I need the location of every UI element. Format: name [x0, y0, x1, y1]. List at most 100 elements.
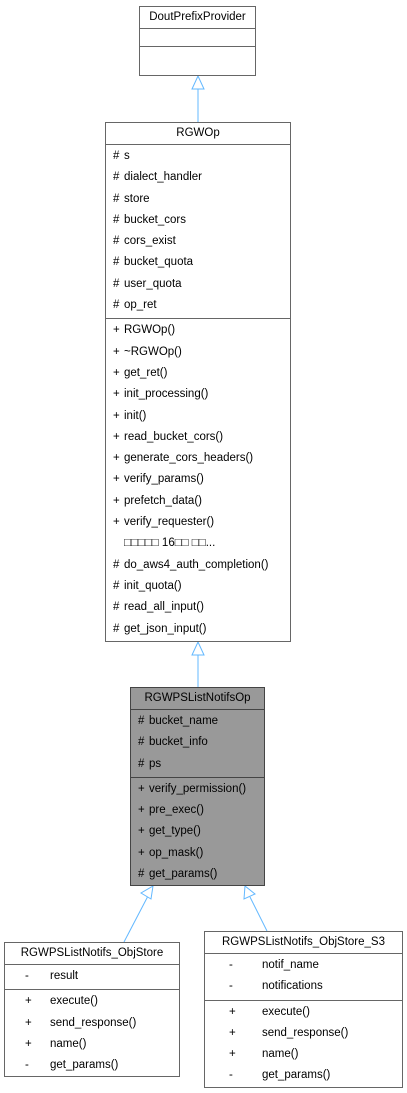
visibility-marker: + — [229, 1026, 236, 1039]
method-row: +verify_permission() — [131, 779, 264, 800]
attribute-row: # user_quota — [106, 274, 290, 295]
method-row: +execute() — [5, 991, 179, 1012]
visibility-marker: # — [113, 277, 120, 290]
method-row: +get_type() — [131, 821, 264, 842]
visibility-marker: - — [229, 980, 233, 993]
visibility-marker: - — [25, 970, 29, 982]
method-row: +read_bucket_cors() — [106, 427, 290, 448]
method-row: #read_all_input() — [106, 597, 290, 618]
method-row: +pre_exec() — [131, 800, 264, 821]
method-name: init() — [124, 409, 147, 422]
attribute-row: #bucket_cors — [106, 210, 290, 231]
method-name: prefetch_data() — [124, 494, 202, 507]
visibility-marker: + — [113, 516, 120, 529]
method-row: +name() — [5, 1034, 179, 1055]
attribute-name: bucket_name — [149, 715, 219, 727]
class-box-list-notifs-objstore[interactable]: RGWPSListNotifs_ObjStore -result +execut… — [4, 942, 180, 1077]
method-row: #get_params() — [131, 864, 264, 885]
visibility-marker: + — [113, 452, 120, 465]
methods-section: +execute()+send_response()+name()-get_pa… — [205, 999, 402, 1089]
method-row: + ~RGWOp() — [106, 342, 290, 363]
edge-arrowhead — [191, 640, 205, 656]
attribute-name: user_quota — [124, 277, 182, 290]
method-row: + prefetch_data() — [106, 491, 290, 512]
visibility-marker: # — [113, 622, 120, 635]
method-row: +get_ret() — [106, 363, 290, 384]
attribute-name: notifications — [262, 980, 323, 993]
attribute-name: dialect_handler — [124, 171, 203, 184]
edge-objstore-s3-to-listnotifsop — [249, 896, 268, 932]
method-row: + send_response() — [205, 1023, 402, 1044]
method-name: get_ret() — [124, 366, 168, 379]
visibility-marker: + — [113, 473, 120, 486]
class-box-list-notifs-objstore-s3[interactable]: RGWPSListNotifs_ObjStore_S3 -notif_name-… — [204, 931, 403, 1088]
visibility-marker: # — [113, 579, 120, 592]
method-name: init_processing() — [124, 388, 209, 401]
class-title: RGWPSListNotifs_ObjStore — [20, 947, 164, 959]
method-row: #do_aws4_auth_completion() — [106, 555, 290, 576]
method-name: send_response() — [262, 1026, 349, 1039]
visibility-marker: + — [113, 409, 120, 422]
methods-section: +execute()+send_response()+name()-get_pa… — [5, 989, 179, 1078]
attribute-row: -notif_name — [205, 955, 402, 976]
class-box-list-notifs-op[interactable]: RGWPSListNotifsOp #bucket_name#bucket_in… — [130, 687, 265, 886]
attribute-name: store — [124, 192, 150, 205]
visibility-marker: # — [138, 715, 145, 727]
visibility-marker: + — [229, 1048, 236, 1061]
class-title: RGWPSListNotifs_ObjStore_S3 — [222, 936, 385, 948]
visibility-marker: + — [113, 388, 120, 401]
attribute-row: #store — [106, 189, 290, 210]
visibility-marker: # — [113, 299, 120, 312]
method-row: #get_json_input() — [106, 619, 290, 640]
edge-arrowhead — [140, 885, 154, 900]
class-title: RGWOp — [176, 127, 220, 139]
visibility-marker: # — [113, 601, 120, 614]
method-name: ~RGWOp() — [124, 345, 182, 358]
attribute-row: #op_ret — [106, 295, 290, 316]
attribute-row: -result — [5, 966, 179, 987]
more-methods-row[interactable]: □□□□□ 16□□ □□... — [106, 533, 290, 554]
visibility-marker: + — [25, 1016, 32, 1029]
visibility-marker: # — [113, 171, 120, 184]
visibility-marker: - — [229, 959, 233, 971]
method-row: + RGWOp() — [106, 320, 290, 341]
method-row: +send_response() — [5, 1013, 179, 1034]
method-name: op_mask() — [149, 846, 204, 859]
method-row: + op_mask() — [131, 843, 264, 864]
attribute-name: cors_exist — [124, 235, 176, 248]
visibility-marker: + — [113, 494, 120, 507]
visibility-marker: + — [113, 324, 120, 337]
edge-arrowhead — [243, 885, 256, 900]
method-name: get_params() — [50, 1059, 119, 1072]
class-box-rgwop[interactable]: RGWOp #s#dialect_handler#store#bucket_co… — [105, 122, 291, 642]
method-row: -get_params() — [205, 1065, 402, 1086]
attribute-name: bucket_quota — [124, 256, 194, 269]
visibility-marker: + — [138, 825, 145, 838]
method-name: RGWOp() — [124, 324, 176, 337]
attribute-name: bucket_cors — [124, 213, 187, 226]
method-row: + init() — [106, 406, 290, 427]
visibility-marker: + — [113, 345, 120, 358]
attribute-row: #ps — [131, 754, 264, 775]
visibility-marker: + — [25, 1037, 32, 1050]
method-row: +verify_params() — [106, 469, 290, 490]
attribute-row: #s — [106, 146, 290, 167]
method-row: + name() — [205, 1044, 402, 1065]
method-name: get_params() — [149, 868, 218, 881]
visibility-marker: + — [138, 846, 145, 859]
method-name: init_quota() — [124, 579, 182, 592]
attributes-section: -notif_name-notifications — [205, 953, 402, 1000]
method-name: read_bucket_cors() — [124, 430, 224, 443]
class-title: RGWPSListNotifsOp — [144, 692, 251, 704]
edge-arrowhead — [191, 74, 205, 90]
visibility-marker: # — [113, 235, 120, 248]
method-name: do_aws4_auth_completion() — [124, 558, 269, 571]
attribute-row: # cors_exist — [106, 231, 290, 252]
class-box-dout-prefix-provider[interactable]: DoutPrefixProvider — [139, 6, 256, 76]
method-name: name() — [262, 1048, 299, 1061]
attribute-row: - notifications — [205, 976, 402, 997]
method-name: execute() — [262, 1005, 310, 1018]
visibility-marker: + — [138, 782, 145, 795]
method-row: + init_processing() — [106, 384, 290, 405]
